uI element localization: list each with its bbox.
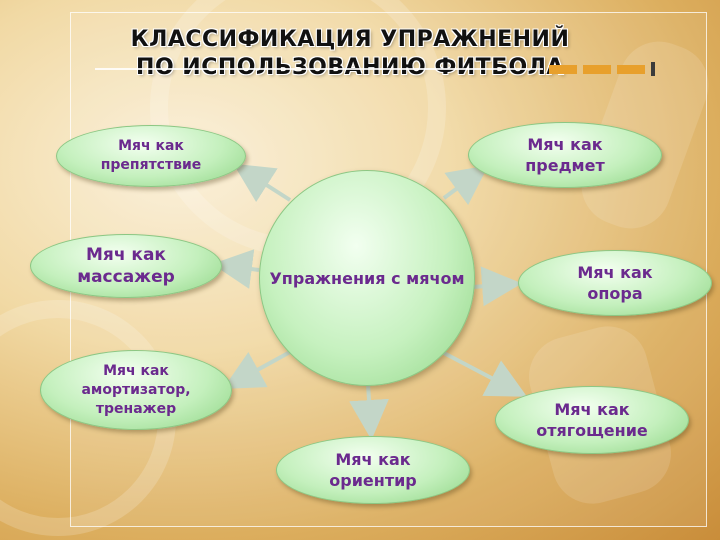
- center-node: Упражнения с мячом: [259, 170, 475, 386]
- node-massager: Мяч как массажер: [30, 234, 222, 298]
- accent-square: [617, 64, 645, 74]
- node-absorber-line-1: Мяч как: [103, 362, 169, 379]
- node-obstacle: Мяч как препятствие: [56, 125, 246, 187]
- accent-square: [549, 64, 577, 74]
- accent-marker: [651, 62, 655, 76]
- node-support: Мяч как опора: [518, 250, 712, 316]
- title-line-2: ПО ИСПОЛЬЗОВАНИЮ ФИТБОЛА: [136, 55, 564, 80]
- center-node-line-1: Упражнения: [269, 268, 386, 288]
- node-support-line-2: опора: [587, 284, 643, 303]
- node-guide: Мяч как ориентир: [276, 436, 470, 504]
- node-object-line-2: предмет: [525, 156, 605, 175]
- node-object: Мяч как предмет: [468, 122, 662, 188]
- title-line-1: КЛАССИФИКАЦИЯ УПРАЖНЕНИЙ: [130, 27, 570, 52]
- title-rule: [95, 68, 543, 70]
- node-massager-line-2: массажер: [77, 267, 175, 287]
- node-weight-line-2: отягощение: [536, 421, 648, 440]
- node-guide-line-1: Мяч как: [335, 450, 411, 469]
- arrow-to-obstacle: [233, 163, 292, 203]
- arrow-to-support: [472, 266, 522, 307]
- slide-title: КЛАССИФИКАЦИЯ УПРАЖНЕНИЙ ПО ИСПОЛЬЗОВАНИ…: [130, 26, 570, 82]
- node-object-line-1: Мяч как: [527, 135, 603, 154]
- node-weight: Мяч как отягощение: [495, 386, 689, 454]
- node-absorber-line-2: амортизатор,: [81, 381, 191, 398]
- node-absorber: Мяч как амортизатор, тренажер: [40, 350, 232, 430]
- node-massager-line-1: Мяч как: [86, 245, 166, 265]
- node-guide-line-2: ориентир: [329, 471, 417, 490]
- node-support-line-1: Мяч как: [577, 263, 653, 282]
- arrow-to-object: [442, 165, 489, 206]
- arrow-to-weight: [441, 350, 528, 397]
- node-weight-line-1: Мяч как: [554, 400, 630, 419]
- arrow-to-massager: [212, 249, 260, 289]
- title-underline: [95, 62, 655, 76]
- arrow-to-guide: [349, 383, 389, 440]
- node-obstacle-line-2: препятствие: [100, 157, 202, 173]
- arrow-to-absorber: [222, 350, 291, 389]
- center-node-line-2: с мячом: [391, 268, 465, 288]
- node-absorber-line-3: тренажер: [95, 400, 177, 417]
- node-obstacle-line-1: Мяч как: [118, 138, 184, 154]
- accent-square: [583, 64, 611, 74]
